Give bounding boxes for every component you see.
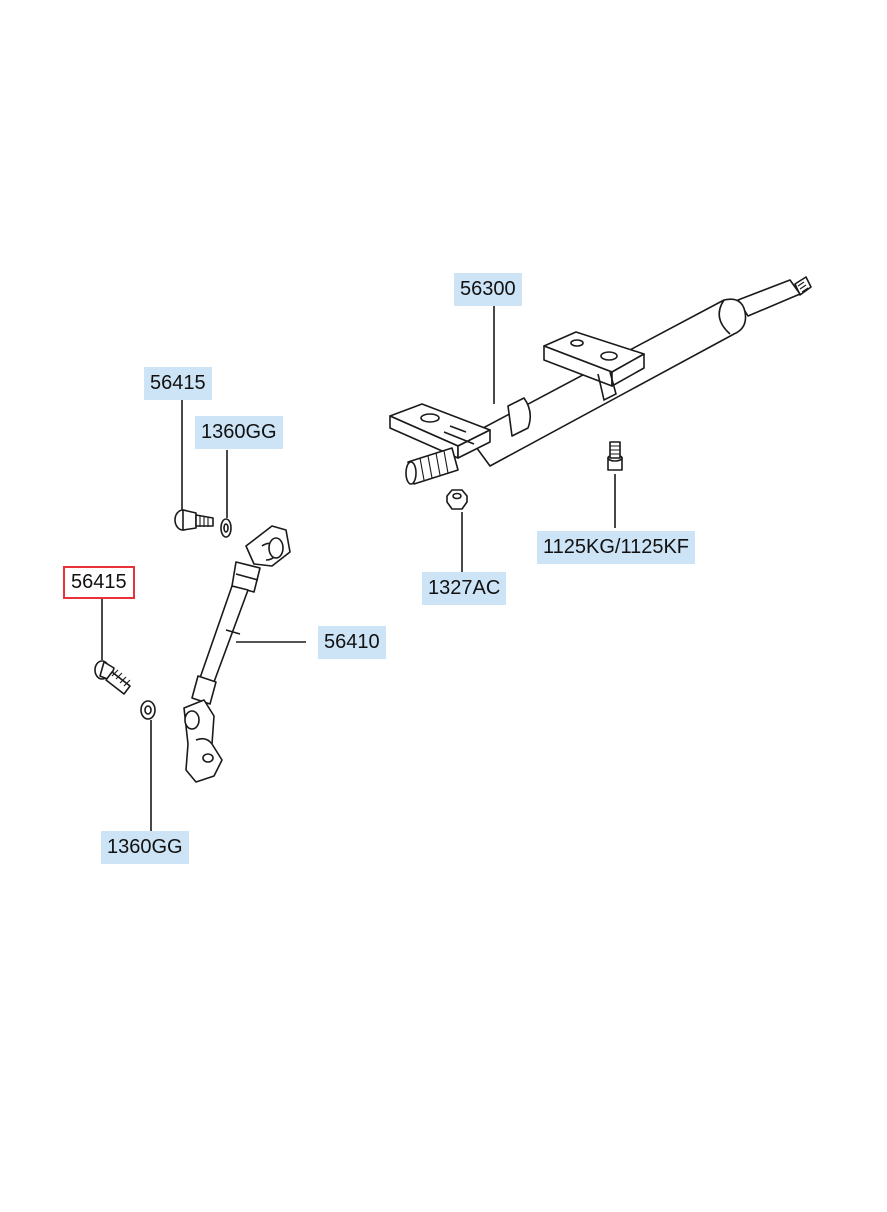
callout-56415-lower[interactable]: 56415 bbox=[63, 566, 135, 599]
intermediate-shaft-part bbox=[183, 525, 306, 783]
callout-56410[interactable]: 56410 bbox=[318, 626, 386, 659]
callout-1327AC[interactable]: 1327AC bbox=[422, 572, 507, 605]
washer-part-lower bbox=[140, 700, 156, 836]
bolt-part-lower bbox=[94, 596, 131, 695]
washer-part-upper bbox=[220, 450, 232, 538]
bolt-part-upper-right bbox=[607, 441, 623, 528]
callout-56415-upper[interactable]: 56415 bbox=[144, 367, 212, 400]
steering-column-part bbox=[389, 276, 812, 485]
nut-part bbox=[446, 489, 468, 572]
callout-1360GG-lower[interactable]: 1360GG bbox=[101, 831, 189, 864]
callout-1125KG-1125KF[interactable]: 1125KG/1125KF bbox=[537, 531, 696, 564]
callout-56300[interactable]: 56300 bbox=[454, 273, 522, 306]
bolt-part-upper-left bbox=[174, 400, 214, 531]
callout-1360GG-upper[interactable]: 1360GG bbox=[195, 416, 283, 449]
